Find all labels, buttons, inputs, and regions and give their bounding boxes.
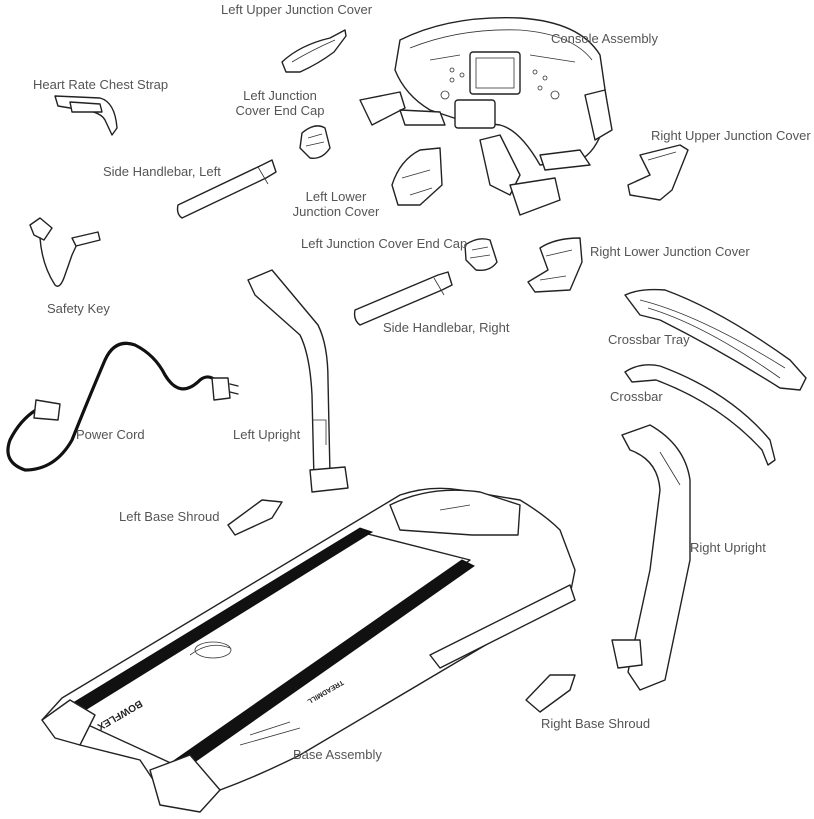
label-crossbar: Crossbar — [610, 389, 663, 404]
label-right-upright: Right Upright — [690, 540, 766, 555]
heart-rate-chest-strap-part — [54, 95, 118, 136]
left-lower-junction-cover-part — [391, 147, 443, 206]
label-left-upper-junction-cover: Left Upper Junction Cover — [221, 2, 373, 17]
safety-key-part — [29, 217, 101, 287]
left-upright-part — [247, 269, 349, 493]
label-line: Left Lower — [305, 189, 367, 204]
label-line: Junction Cover — [292, 204, 380, 219]
label-left-junction-cover-end-cap: Left Junction Cover End Cap — [301, 236, 468, 251]
crossbar-part — [624, 364, 776, 466]
label-right-lower-junction-cover: Right Lower Junction Cover — [590, 244, 750, 259]
label-side-handlebar-right: Side Handlebar, Right — [383, 320, 510, 335]
side-handlebar-right-part — [353, 271, 453, 326]
label-heart-rate-chest-strap: Heart Rate Chest Strap — [33, 77, 169, 92]
label-line: Left Junction — [243, 88, 317, 103]
console-assembly-part — [359, 16, 613, 216]
right-lower-junction-cover-part — [527, 237, 583, 293]
crossbar-tray-part — [624, 288, 807, 391]
label-left-base-shroud: Left Base Shroud — [119, 509, 220, 524]
right-upright-part — [611, 424, 691, 691]
left-junction-end-cap-lower-part — [464, 238, 498, 272]
left-upper-junction-cover-part — [281, 29, 347, 73]
right-base-shroud-part — [525, 674, 576, 713]
label-power-cord: Power Cord — [76, 427, 145, 442]
left-junction-end-cap-upper-part — [299, 125, 331, 159]
label-left-lower-junction-cover: Left Lower Junction Cover — [286, 189, 386, 219]
label-right-upper-junction-cover: Right Upper Junction Cover — [651, 128, 811, 143]
power-cord-part — [6, 341, 239, 472]
label-left-junction-cover-end-cap-upper: Left Junction Cover End Cap — [230, 88, 330, 118]
label-left-upright: Left Upright — [233, 427, 301, 442]
label-base-assembly: Base Assembly — [293, 747, 382, 762]
label-crossbar-tray: Crossbar Tray — [608, 332, 690, 347]
left-base-shroud-part — [227, 499, 283, 536]
label-right-base-shroud: Right Base Shroud — [541, 716, 651, 731]
label-line: Cover End Cap — [235, 103, 325, 118]
right-upper-junction-cover-part — [627, 144, 689, 201]
label-console-assembly: Console Assembly — [551, 31, 658, 46]
base-assembly-part — [41, 487, 576, 813]
label-safety-key: Safety Key — [47, 301, 110, 316]
side-handlebar-left-part — [176, 159, 277, 219]
label-side-handlebar-left: Side Handlebar, Left — [103, 164, 221, 179]
